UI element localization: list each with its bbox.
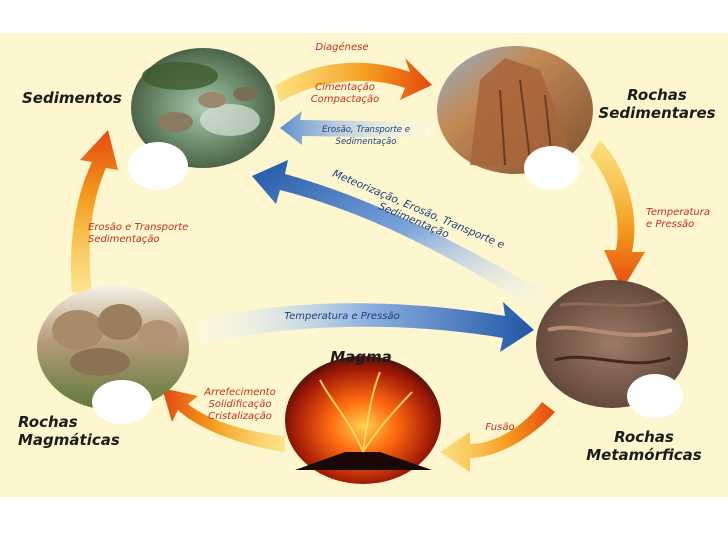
- label-rochas-sedimentares-line2: Sedimentares: [598, 104, 716, 122]
- arrow-erosao-left: [70, 130, 118, 294]
- label-compactacao: Compactação: [310, 94, 380, 105]
- label-erosao-return: Erosão, Transporte e Sedimentação: [322, 125, 410, 147]
- label-rochas-sedimentares-line1: Rochas: [627, 86, 687, 104]
- label-cimentacao: Cimentação: [315, 82, 375, 93]
- label-temp-pressao-center: Temperatura e Pressão: [284, 311, 400, 322]
- arrow-meteorizacao: [252, 160, 545, 312]
- label-erosao-transporte-left: Erosão e Transporte Sedimentação: [88, 222, 192, 246]
- arrow-diagenese: [275, 58, 432, 102]
- arrow-arrefecimento: [162, 388, 285, 452]
- label-arrefecimento-line1: Arrefecimento: [204, 387, 276, 398]
- arrow-temp-pressao-center: [195, 302, 534, 352]
- label-arrefecimento: Arrefecimento Solidificação Cristalizaçã…: [200, 387, 280, 423]
- arrow-erosao-return: [280, 111, 430, 145]
- label-magma: Magma: [330, 348, 392, 366]
- label-sedimentos: Sedimentos: [22, 89, 122, 107]
- arrow-temp-pressao-right: [590, 140, 645, 290]
- arrow-fusao: [440, 402, 555, 472]
- label-rochas-magmaticas-line1: Rochas: [18, 413, 78, 431]
- label-temp-pressao-right: Temperatura e Pressão: [646, 207, 716, 231]
- magma-photo-icon: [285, 356, 441, 484]
- label-diagenese: Diagénese: [315, 42, 369, 53]
- label-rochas-metamorficas: Rochas Metamórficas: [584, 428, 704, 464]
- label-rochas-metamorficas-line1: Rochas: [614, 428, 674, 446]
- label-arrefecimento-line2: Solidificação: [208, 399, 272, 410]
- label-erosao-transporte-left-line2: Sedimentação: [88, 234, 160, 245]
- label-arrefecimento-line3: Cristalização: [208, 411, 272, 422]
- label-cimentacao-compactacao: Cimentação Compactação: [300, 82, 390, 106]
- label-rochas-sedimentares: Rochas Sedimentares: [598, 86, 716, 122]
- label-temp-pressao-right-line1: Temperatura: [646, 207, 711, 218]
- rochas-magmaticas-photo-icon: [37, 286, 189, 424]
- label-rochas-metamorficas-line2: Metamórficas: [586, 446, 702, 464]
- label-erosao-transporte-left-line1: Erosão e Transporte: [88, 222, 189, 233]
- label-rochas-magmaticas-line2: Magmáticas: [18, 431, 120, 449]
- label-temp-pressao-right-line2: e Pressão: [646, 219, 695, 230]
- sedimentos-photo-icon: [128, 48, 275, 190]
- label-fusao: Fusão: [485, 422, 515, 433]
- rochas-sedimentares-photo-icon: [437, 46, 593, 190]
- label-rochas-magmaticas: Rochas Magmáticas: [18, 413, 138, 449]
- rochas-metamorficas-photo-icon: [536, 280, 688, 418]
